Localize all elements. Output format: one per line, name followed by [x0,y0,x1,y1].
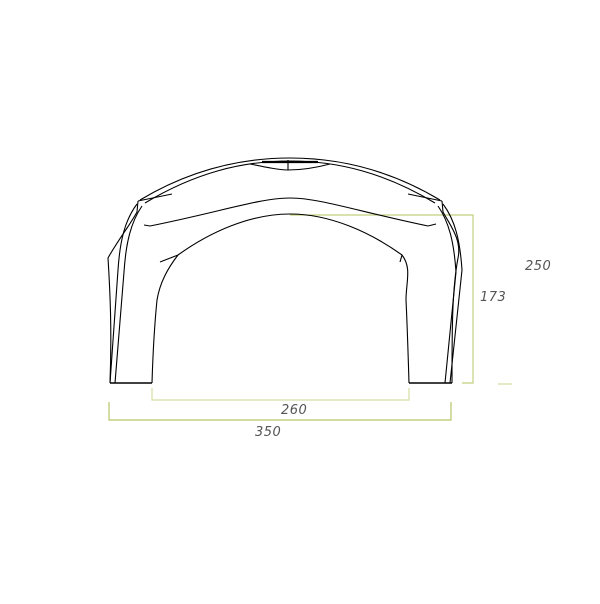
door-arch [177,213,403,256]
right-corner-flap [407,193,460,384]
total-height-label: 250 [525,259,552,274]
left-door-edge [151,254,179,384]
right-pole-outer [442,203,463,384]
tent-outline [107,157,463,384]
door-width-bracket [151,388,410,401]
door-height-bracket [290,214,474,384]
roof-outer-arc [139,157,441,201]
dimension-lines [108,214,512,421]
roof-inner-arc [144,160,436,204]
total-width-label: 350 [255,425,282,440]
left-pole-inner [114,205,143,384]
roof-peak-detail [249,160,331,171]
valance-upper [149,197,429,227]
left-pole-outer [109,203,138,384]
left-corner-flap [107,193,173,384]
right-door-edge [399,254,410,384]
total-width-bracket [108,402,452,421]
door-height-label: 173 [480,290,507,305]
door-width-label: 260 [281,403,308,418]
